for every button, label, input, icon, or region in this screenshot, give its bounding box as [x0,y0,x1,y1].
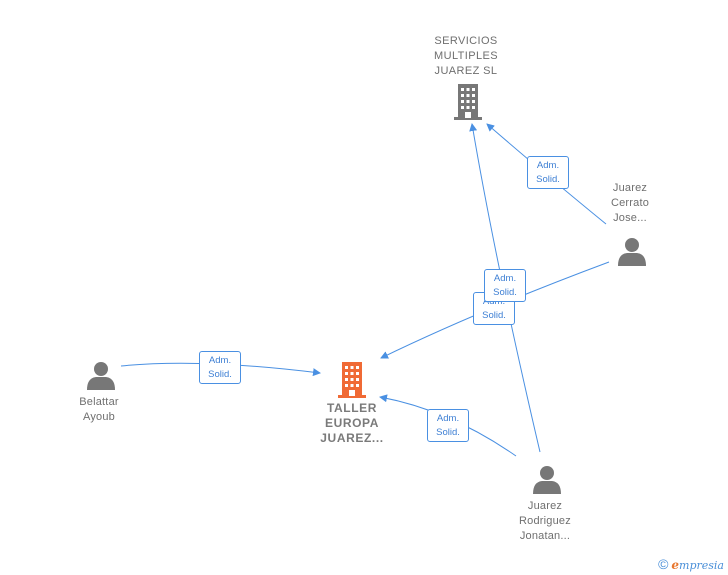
node-label-jonatan[interactable]: Juarez Rodriguez Jonatan... [495,499,595,544]
node-label-line: JUAREZ SL [434,65,498,77]
node-label-cerrato[interactable]: Juarez Cerrato Jose... [580,181,680,226]
node-label-line: Rodriguez [519,515,571,527]
building-icon[interactable] [336,362,368,398]
relation-badge-cerrato-servicios[interactable]: Adm. Solid. [527,156,569,189]
node-label-line: Belattar [79,396,119,408]
node-label-line: SERVICIOS [434,35,498,47]
person-icon[interactable] [86,360,116,390]
badge-line: Solid. [493,287,517,298]
node-label-line: TALLER [326,401,378,415]
node-label-line: Jose... [613,212,647,224]
badge-line: Adm. [208,355,232,366]
brand-logo: ©empresia [658,556,724,572]
relation-badge-jonatan-servicios[interactable]: Adm. Solid. [484,269,526,302]
node-label-line: JUAREZ... [320,431,384,445]
brand-logo-text: mpresia [679,559,724,572]
node-label-line: Juarez [527,500,563,512]
node-label-line: Cerrato [610,197,650,209]
person-icon[interactable] [532,464,562,494]
node-label-taller[interactable]: TALLER EUROPA JUAREZ... [292,401,412,446]
node-label-belattar[interactable]: Belattar Ayoub [49,395,149,425]
badge-line: Solid. [536,174,560,185]
badge-line: Solid. [208,369,232,380]
copyright-symbol: © [658,556,669,572]
badge-line: Adm. [436,413,460,424]
node-label-line: Ayoub [83,411,115,423]
badge-line: Adm. [536,160,560,171]
node-label-line: EUROPA [324,416,380,430]
node-label-servicios[interactable]: SERVICIOS MULTIPLES JUAREZ SL [406,34,526,79]
node-label-line: Juarez [612,182,648,194]
relation-badge-jonatan-taller[interactable]: Adm. Solid. [427,409,469,442]
brand-logo-e: e [671,558,680,572]
badge-line: Solid. [436,427,460,438]
node-label-line: Jonatan... [519,530,571,542]
person-icon[interactable] [617,236,647,266]
building-icon[interactable] [452,84,484,120]
relation-badge-belattar-taller[interactable]: Adm. Solid. [199,351,241,384]
badge-line: Solid. [482,310,506,321]
node-label-line: MULTIPLES [434,50,498,62]
badge-line: Adm. [493,273,517,284]
